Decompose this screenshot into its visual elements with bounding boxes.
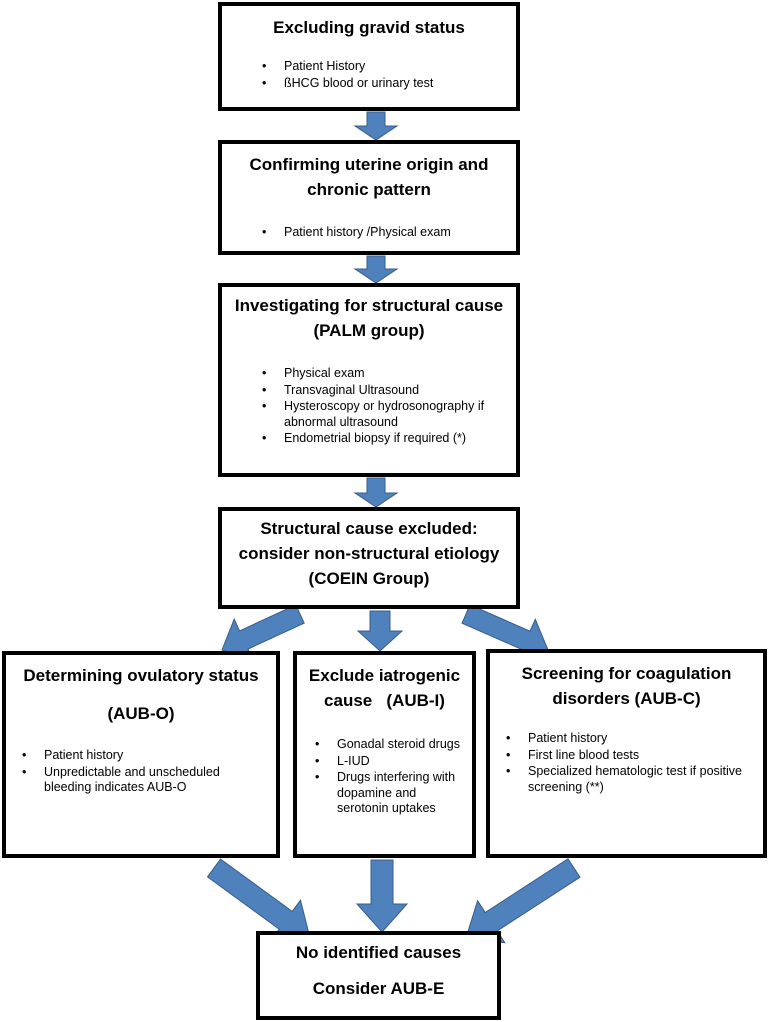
box-title: No identified causes <box>295 943 462 962</box>
iatrogenic-cause-box: Exclude iatrogenic cause (AUB-I) Gonadal… <box>293 651 476 858</box>
box-title: Exclude iatrogenic cause (AUB-I) <box>297 663 472 713</box>
title-line: consider non-structural etiology <box>238 544 500 563</box>
box-title: Confirming uterine origin and chronic pa… <box>222 152 516 202</box>
list-item: Gonadal steroid drugs <box>309 737 469 753</box>
title-line: Investigating for structural cause <box>234 296 504 315</box>
bullet-list: Physical exam Transvaginal Ultrasound Hy… <box>256 366 506 448</box>
arrow-down-1 <box>353 111 399 141</box>
arrow-down-3 <box>353 477 399 508</box>
structural-excluded-box: Structural cause excluded: consider non-… <box>218 507 520 609</box>
excluding-gravid-status-box: Excluding gravid status Patient History … <box>218 2 520 111</box>
title-line: cause (AUB-I) <box>324 691 445 710</box>
box-title: Screening for coagulation disorders (AUB… <box>490 661 763 711</box>
list-item: Endometrial biopsy if required (*) <box>256 431 506 447</box>
title-line: Confirming uterine origin and <box>249 155 489 174</box>
no-identified-causes-box: No identified causes Consider AUB-E <box>256 931 501 1020</box>
arrow-down-2 <box>353 255 399 284</box>
box-title: Determining ovulatory status <box>23 666 259 685</box>
bullet-list: Patient history First line blood tests S… <box>500 731 762 796</box>
box-title: Investigating for structural cause (PALM… <box>222 293 516 343</box>
list-item: Physical exam <box>256 366 506 382</box>
box-subtitle: (AUB-O) <box>107 704 175 723</box>
list-item: ßHCG blood or urinary test <box>256 76 506 92</box>
list-item: L-IUD <box>309 754 469 770</box>
arrow-down-5 <box>356 610 404 652</box>
list-item: Patient History <box>256 59 506 75</box>
title-line: Structural cause excluded: <box>260 519 478 538</box>
ovulatory-status-box: Determining ovulatory status (AUB-O) Pat… <box>2 651 280 858</box>
bullet-list: Patient history /Physical exam <box>256 225 506 242</box>
bullet-list: Patient history Unpredictable and unsche… <box>16 748 266 797</box>
coagulation-screening-box: Screening for coagulation disorders (AUB… <box>486 649 767 858</box>
list-item: Hysteroscopy or hydrosonography if abnor… <box>256 399 506 430</box>
uterine-origin-box: Confirming uterine origin and chronic pa… <box>218 140 520 255</box>
box-title: Excluding gravid status <box>273 18 465 37</box>
title-line: chronic pattern <box>307 180 431 199</box>
list-item: Unpredictable and unscheduled bleeding i… <box>16 765 266 796</box>
title-line: Exclude iatrogenic <box>308 666 461 685</box>
bullet-list: Gonadal steroid drugs L-IUD Drugs interf… <box>309 737 469 818</box>
list-item: Patient history <box>500 731 762 747</box>
box-subtitle: Consider AUB-E <box>312 979 445 998</box>
title-line: (COEIN Group) <box>308 569 430 588</box>
arrow-left-7 <box>206 858 311 942</box>
list-item: Patient history <box>16 748 266 764</box>
list-item: First line blood tests <box>500 748 762 764</box>
arrow-down-8 <box>355 859 409 933</box>
list-item: Patient history /Physical exam <box>256 225 506 241</box>
title-line: (PALM group) <box>313 321 425 340</box>
list-item: Drugs interfering with dopamine and sero… <box>309 770 469 817</box>
box-title: Structural cause excluded: consider non-… <box>222 516 516 591</box>
title-line: disorders (AUB-C) <box>552 689 701 708</box>
list-item: Transvaginal Ultrasound <box>256 383 506 399</box>
list-item: Specialized hematologic test if positive… <box>500 764 762 795</box>
title-line: Screening for coagulation <box>521 664 732 683</box>
structural-cause-box: Investigating for structural cause (PALM… <box>218 283 520 477</box>
bullet-list: Patient History ßHCG blood or urinary te… <box>256 59 506 92</box>
